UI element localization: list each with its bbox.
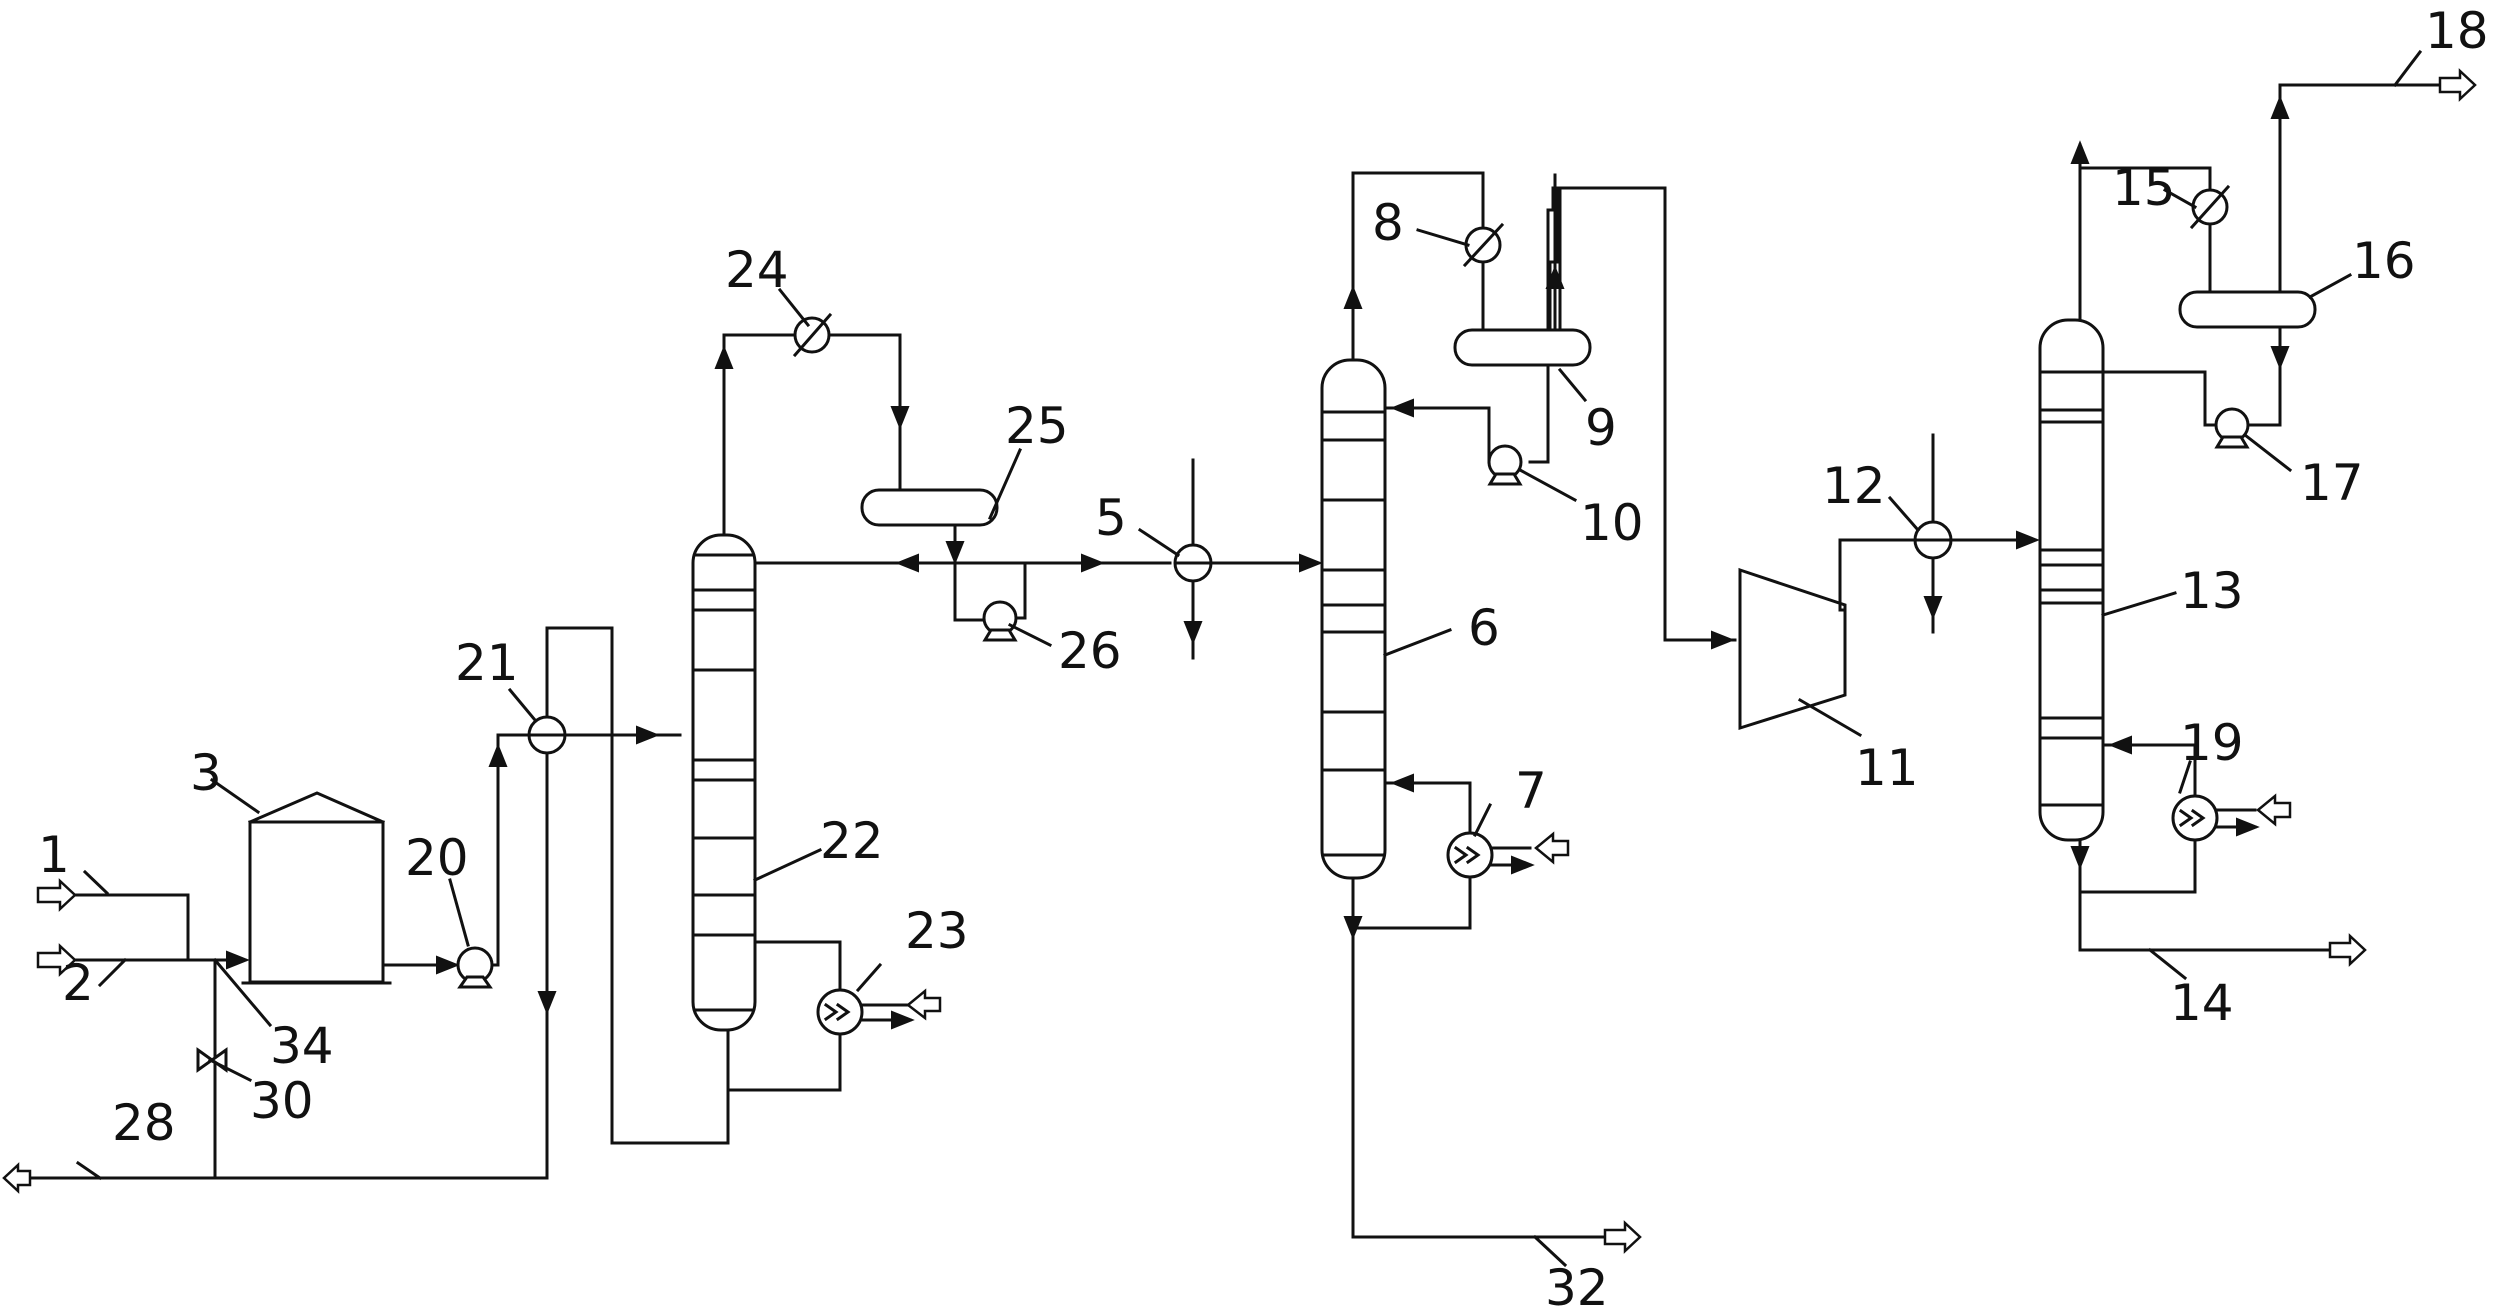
label-17: 17: [2300, 454, 2364, 512]
pump-10: [1487, 444, 1523, 486]
label-9: 9: [1585, 399, 1617, 457]
label-30: 30: [250, 1072, 314, 1130]
compressor-11: [1738, 567, 1847, 731]
label-8: 8: [1372, 194, 1404, 252]
condenser-24: [792, 312, 833, 358]
label-13: 13: [2180, 562, 2244, 620]
pump-17: [2214, 407, 2250, 449]
label-2: 2: [62, 954, 94, 1012]
label-16: 16: [2352, 232, 2416, 290]
label-21: 21: [455, 634, 519, 692]
storage-tank-3: [241, 791, 392, 985]
label-23: 23: [905, 902, 969, 960]
label-15: 15: [2112, 159, 2176, 217]
feed-2-inlet-arrow: [36, 943, 77, 977]
label-20: 20: [405, 829, 469, 887]
outlet-18-arrow: [2438, 68, 2477, 102]
heat-exchanger-12: [1913, 433, 2040, 634]
feed-1-line: [73, 893, 190, 962]
condenser-15: [2189, 184, 2231, 230]
distillation-column-22: [691, 533, 757, 1032]
reboiler-19: [2171, 793, 2292, 842]
label-32: 32: [1545, 1259, 1609, 1311]
reboiler-23: [816, 988, 942, 1036]
reflux-drum-25: [860, 488, 999, 527]
pump-26: [982, 600, 1018, 642]
reflux-drum-16: [2178, 290, 2317, 329]
reflux-drum-9: [1453, 328, 1592, 367]
label-11: 11: [1855, 739, 1919, 797]
label-3: 3: [190, 744, 222, 802]
outlet-28-arrow: [2, 1162, 32, 1194]
label-10: 10: [1580, 494, 1644, 552]
label-7: 7: [1515, 762, 1547, 820]
label-24: 24: [725, 241, 789, 299]
feed-1-inlet-arrow: [36, 878, 77, 912]
distillation-column-13: [2038, 318, 2105, 842]
label-14: 14: [2170, 974, 2234, 1032]
label-22: 22: [820, 812, 884, 870]
label-6: 6: [1468, 599, 1500, 657]
outlet-32-arrow: [1603, 1220, 1642, 1254]
heat-exchanger-21: [527, 626, 730, 1180]
equipment-labels: 1 2 3 34 30 28 20 21 22 23 24 25 26 5 6 …: [38, 2, 2489, 1311]
outlet-14-arrow: [2328, 933, 2367, 967]
condenser-8: [1462, 222, 1505, 268]
pump-20: [456, 946, 494, 989]
leader-lines: [75, 49, 2423, 1268]
reboiler-7: [1446, 831, 1570, 879]
label-25: 25: [1005, 397, 1069, 455]
label-12: 12: [1822, 457, 1886, 515]
heat-exchanger-5: [1173, 458, 1323, 660]
label-18: 18: [2425, 2, 2489, 60]
distillation-column-6: [1320, 358, 1387, 880]
label-28: 28: [112, 1094, 176, 1152]
label-34: 34: [270, 1017, 334, 1075]
label-26: 26: [1058, 622, 1122, 680]
label-5: 5: [1095, 489, 1127, 547]
label-19: 19: [2180, 714, 2244, 772]
label-1: 1: [38, 826, 70, 884]
